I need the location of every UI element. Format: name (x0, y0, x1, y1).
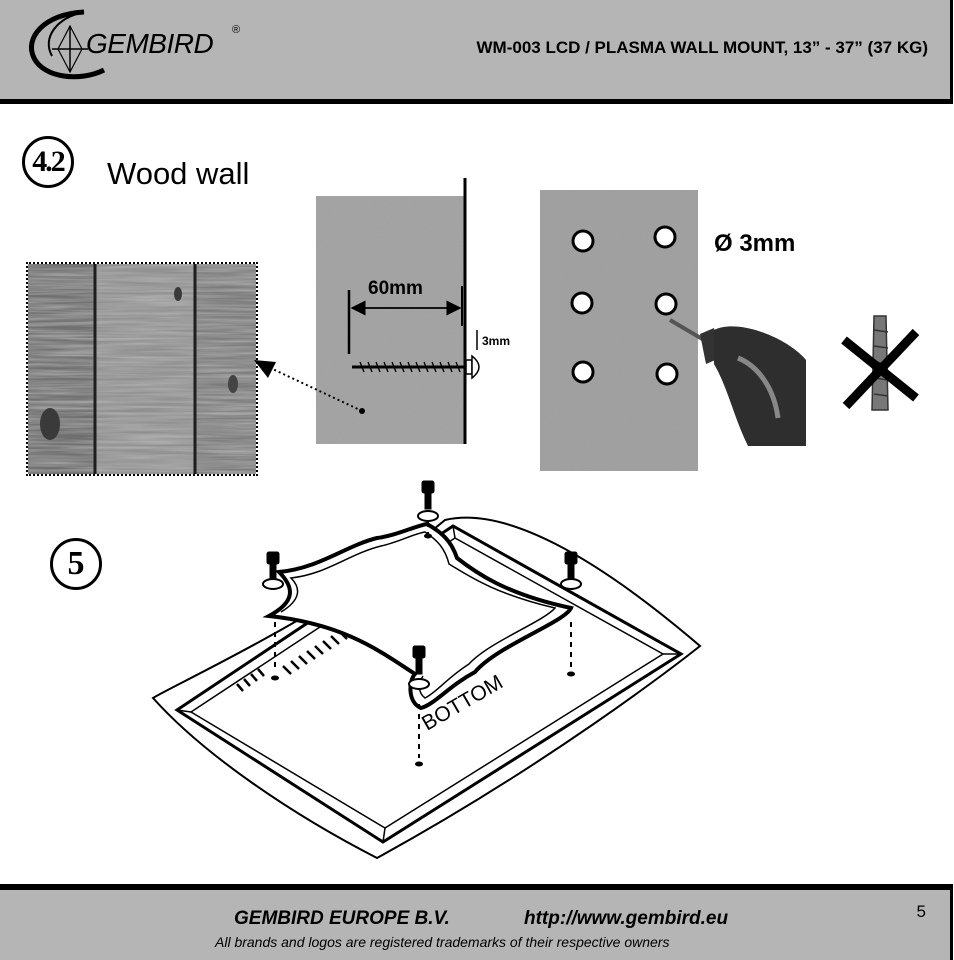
page-header: GEMBIRD ® WM-003 LCD / PLASMA WALL MOUNT… (0, 0, 953, 104)
screw-head-label: 3mm (482, 334, 510, 348)
registered-mark: ® (232, 24, 241, 36)
step-number-badge: 4.2 (22, 136, 74, 188)
page-number: 5 (916, 902, 926, 921)
no-wall-plug-icon (841, 315, 920, 411)
website-url: http://www.gembird.eu (524, 908, 729, 929)
wood-texture-image (26, 262, 258, 476)
gembird-logo-icon (29, 9, 106, 80)
screw-depth-diagram: 60mm 3mm (254, 178, 510, 444)
drill-size-label: Ø 3mm (714, 230, 795, 257)
tv-bracket-assembly-diagram: BOTTOM (151, 480, 702, 860)
step-number-badge: 5 (50, 538, 102, 590)
drill-icon (668, 318, 806, 446)
logo-wordmark: GEMBIRD (86, 28, 214, 59)
depth-label: 60mm (368, 278, 423, 299)
document-title: WM-003 LCD / PLASMA WALL MOUNT, 13” - 37… (476, 38, 929, 57)
section-title: Wood wall (107, 156, 250, 191)
page-footer: GEMBIRD EUROPE B.V. http://www.gembird.e… (0, 884, 953, 960)
trademark-notice: All brands and logos are registered trad… (215, 934, 670, 950)
company-name: GEMBIRD EUROPE B.V. (234, 908, 450, 929)
drill-holes-diagram: Ø 3mm (540, 190, 806, 471)
